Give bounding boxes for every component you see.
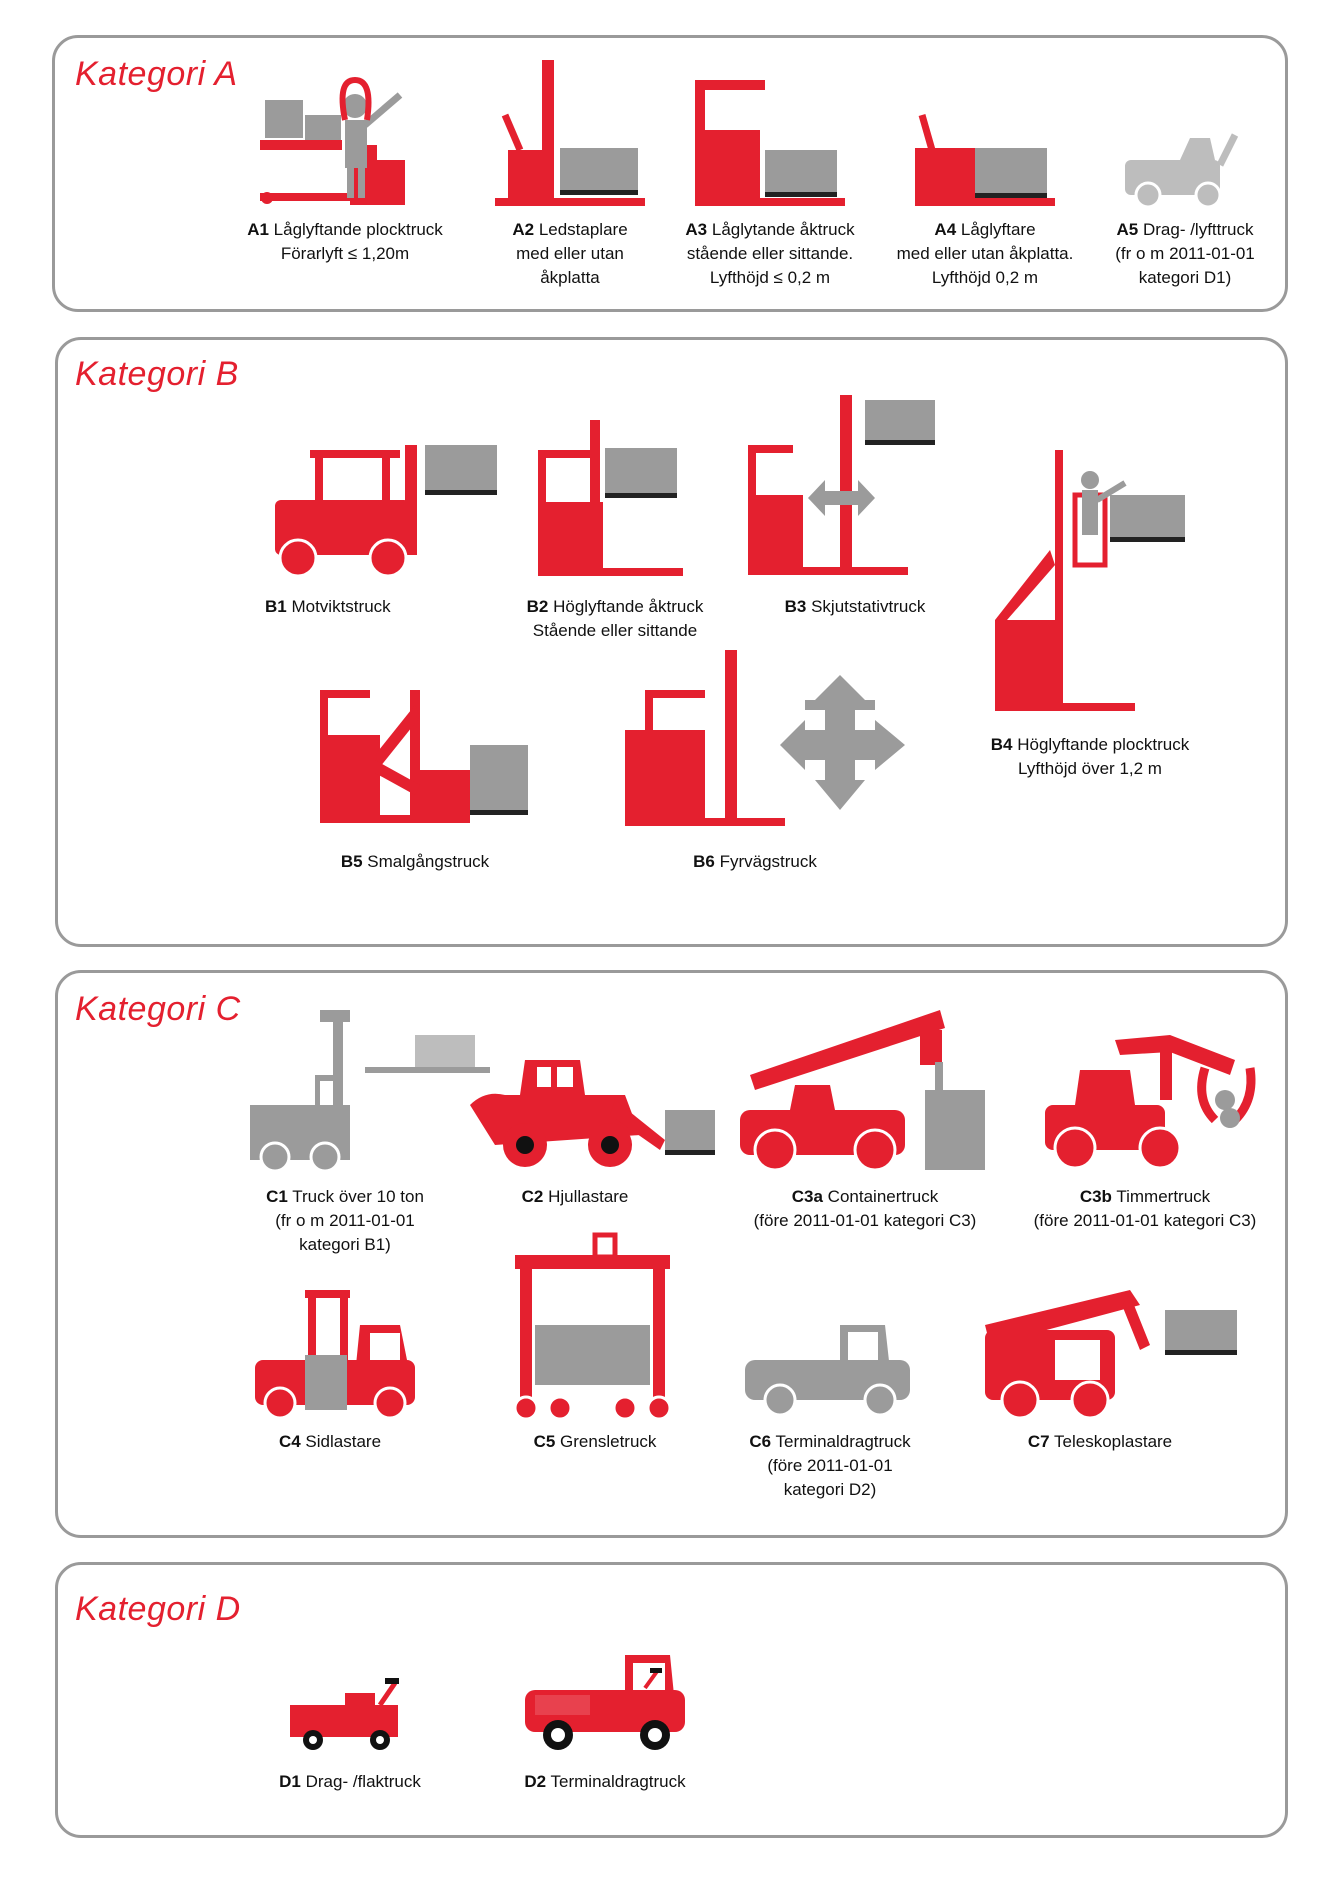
caption-b1: B1 Motviktstruck [265,597,391,616]
caption-b3: B3 Skjutstativtruck [784,597,926,616]
category-panel-b [55,337,1288,947]
caption-d2: D2 Terminaldragtruck [524,1772,686,1791]
category-panel-c [55,970,1288,1538]
caption-b6: B6 Fyrvägstruck [693,852,817,871]
vehicle-a2 [490,60,650,210]
vehicle-c7 [980,1290,1245,1420]
tow-platform-truck-icon [290,1678,399,1750]
narrow-aisle-truck-icon [320,690,528,823]
category-title-c: Kategori C [75,990,241,1028]
vehicle-a4 [910,110,1060,210]
counterbalance-forklift-icon [275,445,497,578]
vehicle-d1 [285,1675,405,1755]
vehicle-b3 [740,395,935,580]
caption-d1: D1 Drag- /flaktruck [279,1772,421,1791]
pedestrian-stacker-icon [495,60,645,206]
caption-c2: C2 Hjullastare [521,1187,629,1206]
heavy-forklift-icon [250,1010,490,1173]
tow-tractor-icon [1125,133,1239,209]
vehicle-c3a [735,1010,995,1172]
low-lift-platform-truck-icon [695,80,845,206]
vehicle-c5 [510,1230,675,1421]
terminal-tractor-gray-icon [745,1325,910,1417]
caption-c7: C7 Teleskoplastare [1027,1432,1173,1451]
vehicle-b5 [315,685,535,825]
high-lift-platform-truck-icon [538,420,683,576]
vehicle-c2 [465,1055,725,1170]
four-way-truck-icon [625,650,905,826]
caption-a4: A4 Låglyftare med eller utan åkplatta. L… [896,220,1074,287]
caption-a5: A5 Drag- /lyfttruck (fr o m 2011-01-01 k… [1115,220,1255,287]
caption-b4: B4 Höglyftande plocktruck Lyfthöjd över … [990,735,1190,778]
high-lift-order-picker-icon [995,450,1185,711]
caption-a1: A1 Låglyftande plocktruck Förarlyft ≤ 1,… [247,220,443,263]
timber-truck-icon [1045,1035,1256,1170]
caption-a3: A3 Låglytande åktruck stående eller sitt… [685,220,855,287]
caption-a2: A2 Ledstaplare med eller utan åkplatta [512,220,628,287]
category-panel-a [52,35,1288,312]
low-lift-order-picker-icon [260,76,405,205]
caption-c6: C6 Terminaldragtruck (före 2011-01-01 ka… [749,1432,911,1499]
vehicle-b6 [620,650,910,830]
vehicle-a3 [690,75,850,210]
vehicle-b2 [530,420,690,580]
vehicle-c4 [250,1285,425,1420]
vehicle-c6 [740,1320,915,1420]
caption-c1: C1 Truck över 10 ton (fr o m 2011-01-01 … [266,1187,424,1254]
category-title-b: Kategori B [75,355,239,393]
caption-c4: C4 Sidlastare [278,1432,382,1451]
vehicle-b4 [985,445,1195,715]
category-title-a: Kategori A [75,55,238,93]
vehicle-a5 [1120,130,1250,210]
low-lifter-icon [915,114,1055,206]
side-loader-icon [255,1290,415,1420]
reach-truck-icon [748,395,935,575]
straddle-carrier-icon [513,1232,672,1421]
vehicle-c3b [1040,1030,1256,1170]
vehicle-d2 [520,1650,690,1755]
terminal-tractor-icon [525,1655,685,1750]
vehicle-a1 [255,40,435,210]
vehicle-b1 [270,440,505,580]
caption-c3b: C3b Timmertruck (före 2011-01-01 kategor… [1033,1187,1257,1230]
container-truck-icon [740,1010,985,1172]
telescopic-handler-icon [985,1290,1237,1420]
category-title-d: Kategori D [75,1590,241,1628]
caption-b5: B5 Smalgångstruck [340,852,490,871]
caption-c5: C5 Grensletruck [533,1432,657,1451]
wheel-loader-icon [470,1060,715,1167]
caption-b2: B2 Höglyftande åktruck Stående eller sit… [526,597,704,640]
caption-c3a: C3a Containertruck (före 2011-01-01 kate… [753,1187,977,1230]
vehicle-c1 [245,1005,495,1173]
